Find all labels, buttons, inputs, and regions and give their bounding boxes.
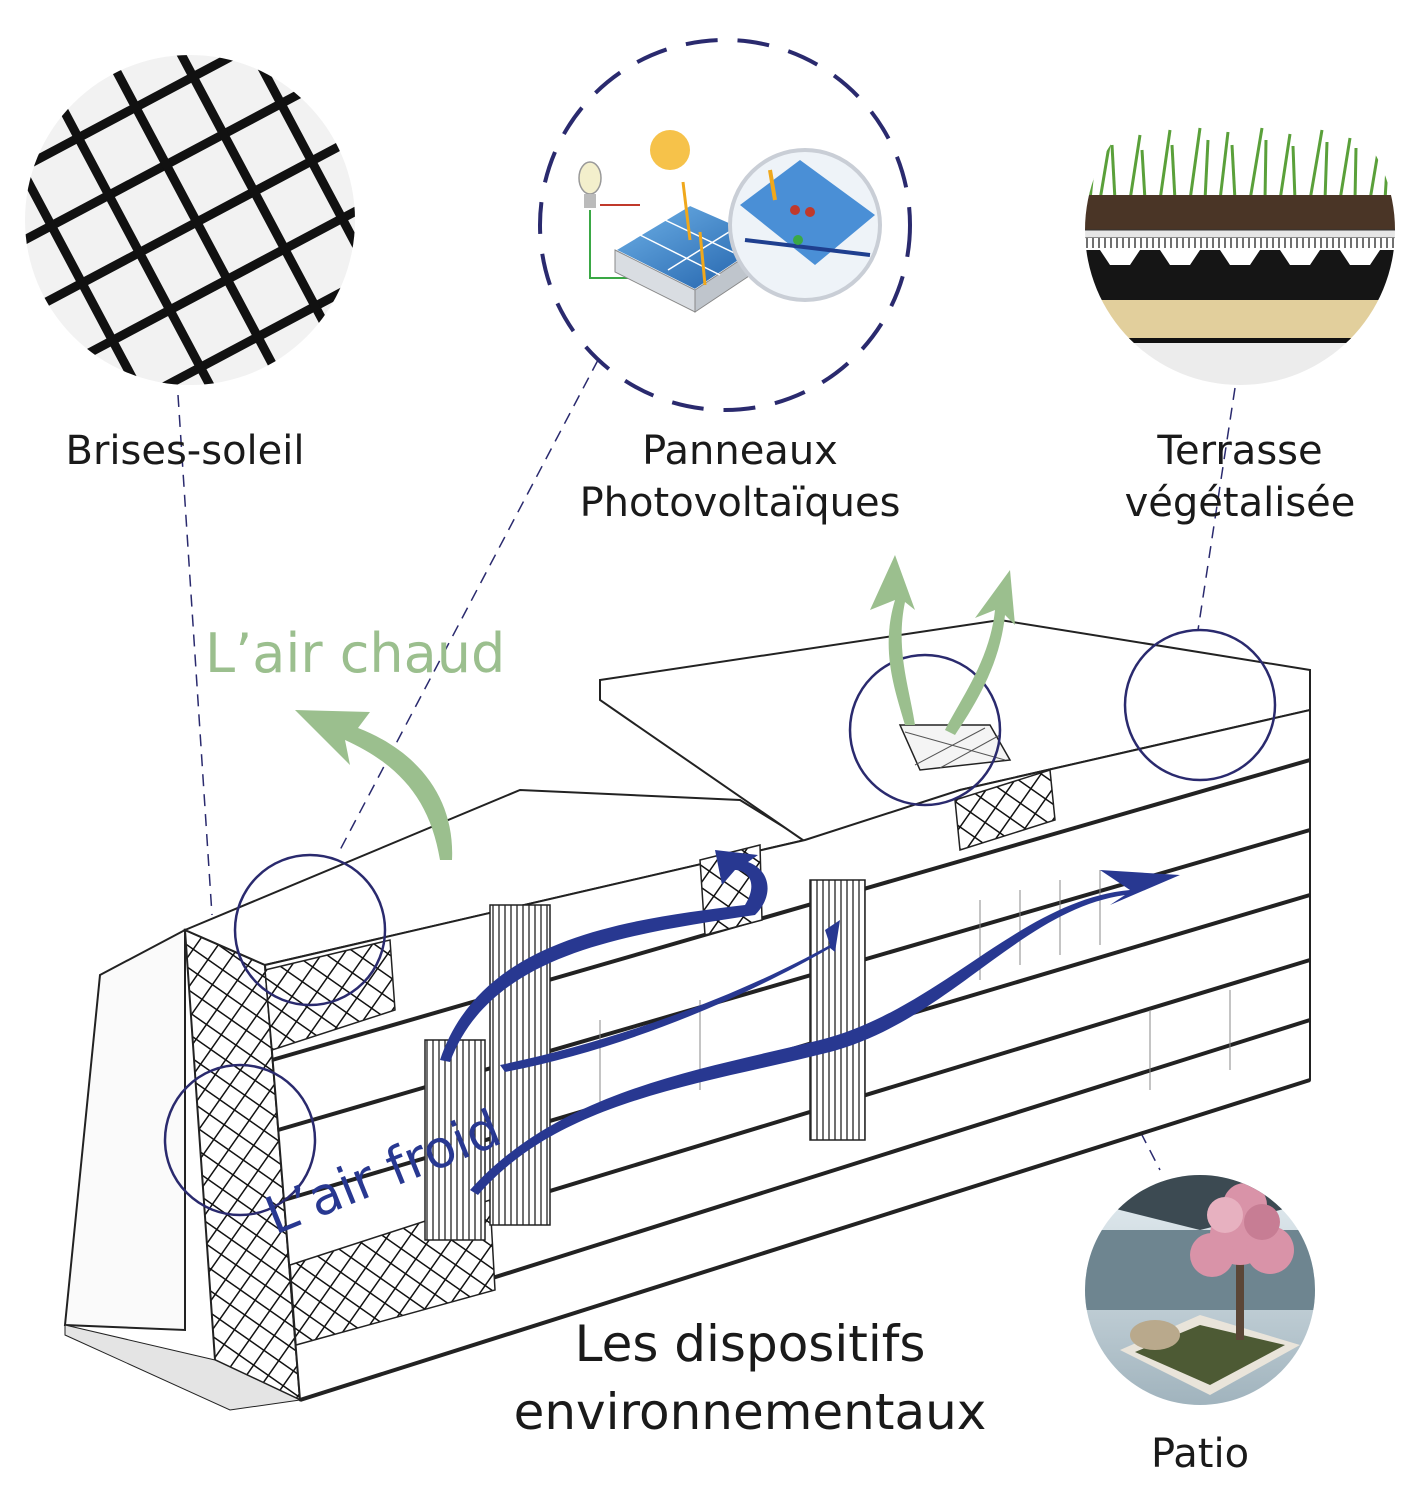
blossom-tree-icon	[1190, 1183, 1294, 1277]
green-roof-callout	[1085, 75, 1395, 385]
terrasse-line2: végétalisée	[1124, 480, 1356, 526]
title-line1: Les dispositifs	[574, 1315, 926, 1373]
panneaux-label: Panneaux Photovoltaïques	[520, 425, 960, 529]
brises-soleil-label: Brises-soleil	[40, 425, 330, 477]
title-line2: environnementaux	[513, 1383, 987, 1441]
ring-terrasse	[1123, 628, 1277, 782]
photovoltaic-callout	[538, 38, 912, 412]
panneaux-line2: Photovoltaïques	[579, 480, 901, 526]
warm-air-arrows	[295, 555, 1015, 860]
lightbulb-icon	[578, 161, 602, 208]
cold-air-arrows	[440, 850, 1180, 1195]
sun-icon	[650, 130, 690, 170]
air-chaud-label: L’air chaud	[205, 622, 505, 685]
patio-label: Patio	[1130, 1428, 1270, 1480]
pv-cell-zoom	[728, 148, 882, 302]
ring-patio	[848, 653, 1002, 807]
brises-soleil-text: Brises-soleil	[65, 428, 305, 474]
diagram-title: Les dispositifs environnementaux	[440, 1310, 1060, 1446]
brises-soleil-callout	[25, 55, 355, 385]
panneaux-line1: Panneaux	[642, 428, 838, 474]
patio-text: Patio	[1150, 1431, 1250, 1477]
detail-rings	[163, 628, 1277, 1217]
ring-brises-soleil-upper	[233, 853, 387, 1007]
ring-brises-soleil-lower	[163, 1063, 317, 1217]
terrasse-line1: Terrasse	[1157, 428, 1323, 474]
patio-callout	[1085, 1175, 1315, 1405]
terrasse-label: Terrasse végétalisée	[1090, 425, 1390, 529]
